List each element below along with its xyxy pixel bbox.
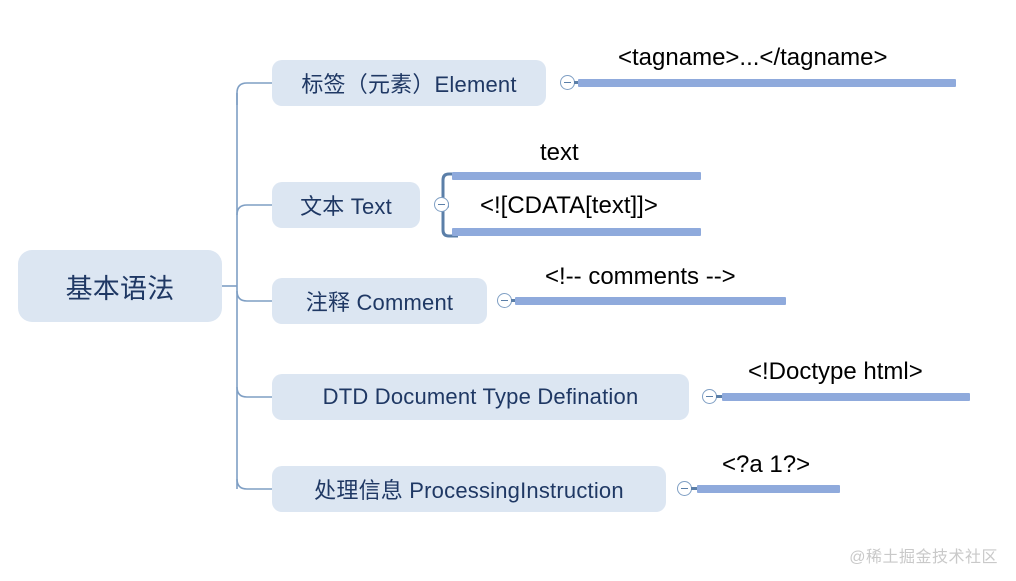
root-node[interactable]: 基本语法 (18, 250, 222, 322)
branch-node-processing-instruction[interactable]: 处理信息 ProcessingInstruction (272, 466, 666, 512)
circle-minus-icon-dtd[interactable] (702, 389, 717, 404)
circle-minus-icon-text[interactable] (434, 197, 449, 212)
circle-minus-icon-comment[interactable] (497, 293, 512, 308)
leaf-label-text-cdata[interactable]: <![CDATA[text]]> (480, 192, 658, 219)
leaf-bar-text-cdata (452, 228, 701, 236)
branch-node-dtd[interactable]: DTD Document Type Defination (272, 374, 689, 420)
connector-stub-processing-instruction (691, 487, 701, 490)
leaf-label-dtd[interactable]: <!Doctype html> (748, 358, 923, 385)
leaf-bar-comment (515, 297, 786, 305)
circle-minus-icon-processing-instruction[interactable] (677, 481, 692, 496)
leaf-bar-element (578, 79, 956, 87)
connector-stub-dtd (716, 395, 726, 398)
leaf-label-element[interactable]: <tagname>...</tagname> (618, 44, 888, 71)
branch-node-element[interactable]: 标签（元素）Element (272, 60, 546, 106)
branch-node-comment[interactable]: 注释 Comment (272, 278, 487, 324)
leaf-bar-text-plain (452, 172, 701, 180)
leaf-label-processing-instruction[interactable]: <?a 1?> (722, 451, 811, 478)
circle-minus-icon-element[interactable] (560, 75, 575, 90)
leaf-bar-processing-instruction (697, 485, 840, 493)
branch-node-text[interactable]: 文本 Text (272, 182, 420, 228)
leaf-label-comment[interactable]: <!-- comments --> (545, 263, 736, 290)
watermark: @稀土掘金技术社区 (849, 549, 998, 566)
leaf-label-text-plain[interactable]: text (540, 139, 579, 166)
leaf-bar-dtd (722, 393, 970, 401)
